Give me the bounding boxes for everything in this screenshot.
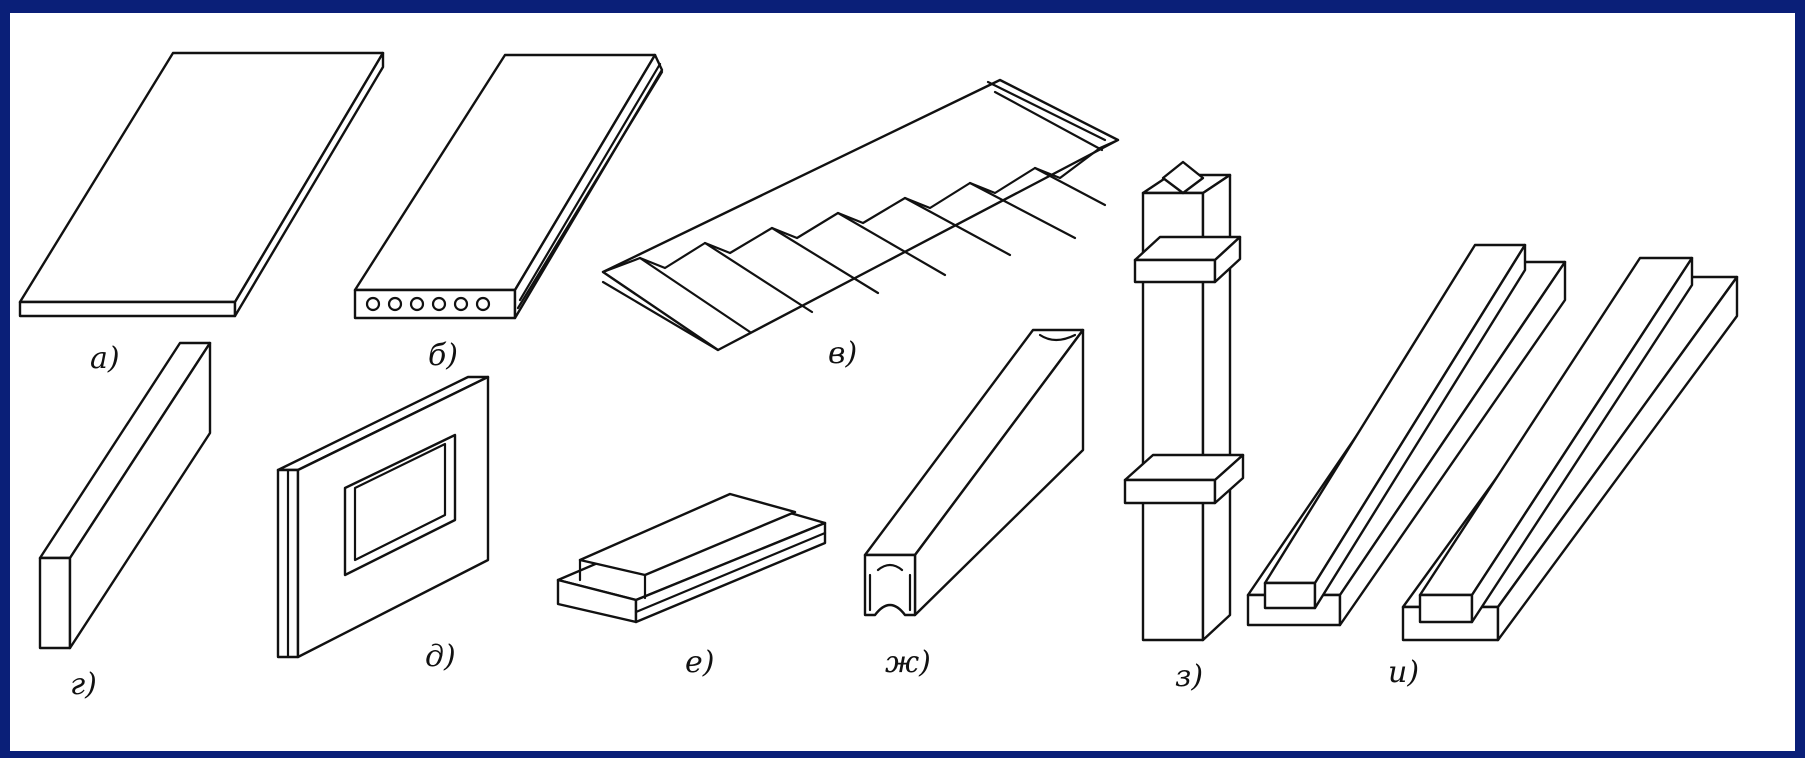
solid-slab (18, 51, 385, 318)
label-a: а) (90, 341, 120, 376)
label-b: б) (428, 338, 458, 373)
label-zh: ж) (885, 645, 931, 680)
label-v: в) (828, 336, 857, 371)
wall-panel-strip (38, 341, 212, 650)
window-wall-panel (276, 375, 490, 659)
stair-flight (601, 78, 1120, 352)
crossbeam-left (1246, 243, 1567, 627)
crossbeam-right (1401, 256, 1739, 642)
hollow-core-slab (353, 53, 664, 320)
label-z: з) (1175, 659, 1203, 694)
label-e: е) (685, 645, 714, 680)
label-i: и) (1388, 655, 1419, 690)
column-with-consoles (1123, 160, 1245, 642)
label-g: г) (70, 667, 97, 702)
label-d: д) (425, 639, 456, 674)
hollow-channel-column (863, 328, 1085, 617)
stair-landing-slab (556, 492, 827, 624)
